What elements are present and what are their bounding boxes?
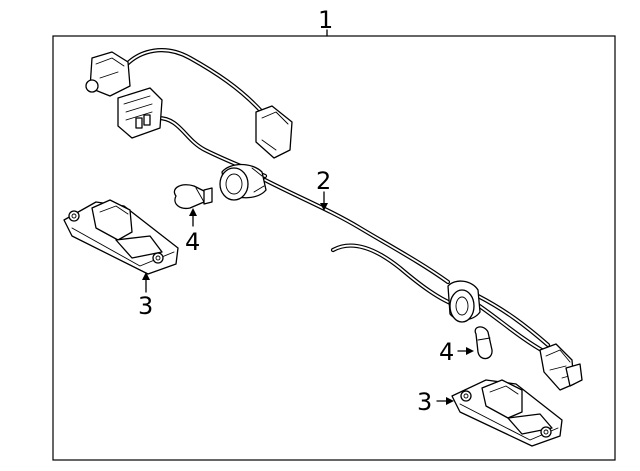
callout-label-4-right: 4 [439,338,454,366]
lamp-socket-right [447,280,481,323]
callout-label-4-left: 4 [185,228,200,256]
harness-end-connector [539,343,583,391]
bulb-right [474,326,493,360]
callout-arrow-2 [320,203,328,211]
callout-label-2: 2 [316,167,331,195]
callout-arrow-4-left [189,208,197,216]
callout-arrow-4-right [466,347,474,355]
diagram-frame [52,35,616,461]
bulb-left [173,184,213,210]
lamp-socket-left [219,163,267,201]
callout-arrow-3-left [142,272,150,280]
harness-branch-connector [255,105,293,159]
callout-label-1: 1 [318,6,333,34]
callout-label-3-left: 3 [138,292,153,320]
lamp-housing-left [63,199,179,275]
lamp-housing-right [451,379,563,447]
callout-arrow-3-right [446,397,454,405]
callout-label-3-right: 3 [417,388,432,416]
harness-main-connector [85,51,163,139]
